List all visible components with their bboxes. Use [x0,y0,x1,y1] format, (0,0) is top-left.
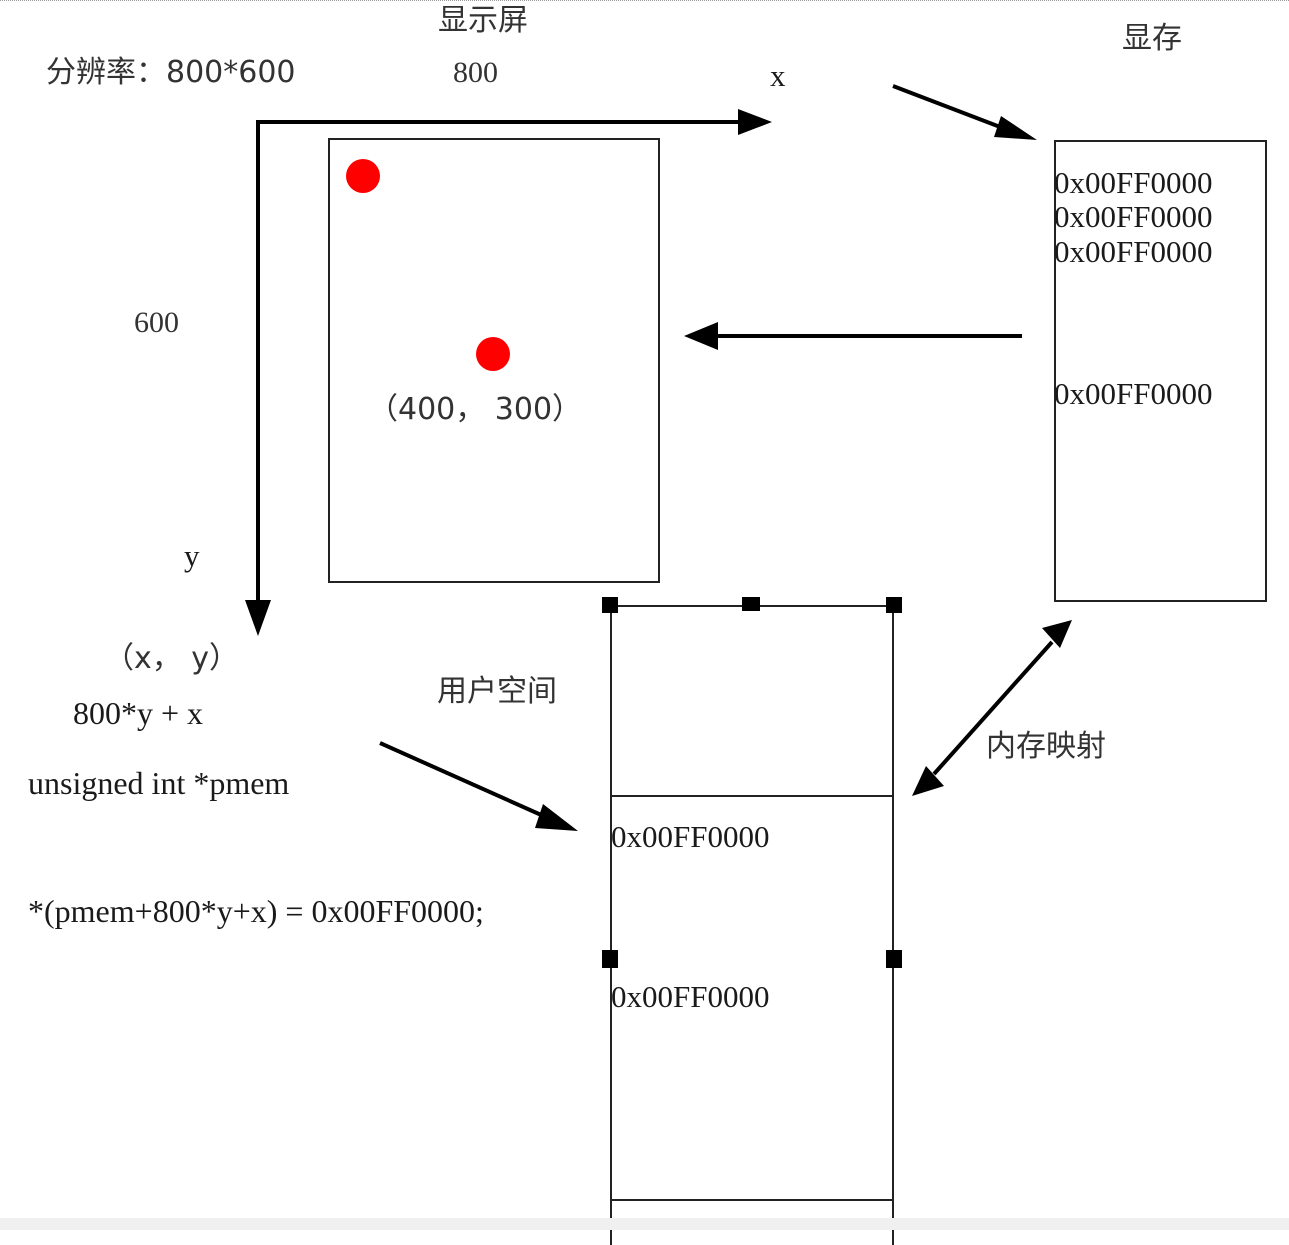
memory-mapping-label: 内存映射 [986,729,1106,764]
bottom-gray-strip [0,1218,1289,1230]
arrow-to-framebuffer [892,84,1009,132]
mapping-arrowhead-bottom [912,766,944,796]
arrow-framebuffer-to-screen-head [684,322,718,350]
selection-handle-middle-left[interactable] [602,950,618,968]
top-dotted-border [0,0,1289,1]
memory-mapping-double-arrow [932,640,1054,776]
offset-formula: 800*y + x [73,695,204,731]
user-space-title: 用户空间 [437,674,557,709]
screen-height-label: 600 [134,306,179,339]
framebuffer-box [1054,140,1267,602]
selection-handle-top-middle[interactable] [742,597,760,611]
arrow-to-user-space [379,741,549,820]
resolution-label: 分辨率：800*600 [46,55,296,90]
y-axis-label: y [184,538,200,573]
arrow-to-framebuffer-head [994,116,1037,140]
selection-handle-top-right[interactable] [886,597,902,613]
y-axis-arrowhead [245,600,271,636]
user-space-cell-2: 0x00FF0000 [611,979,770,1014]
user-space-cell-1: 0x00FF0000 [611,819,770,854]
framebuffer-cell-1: 0x00FF0000 [1054,165,1213,200]
framebuffer-title: 显存 [1122,21,1182,56]
x-axis-arrowhead [738,109,772,135]
coord-label: （x， y） [104,641,240,676]
framebuffer-cell-4: 0x00FF0000 [1054,376,1213,411]
framebuffer-cell-2: 0x00FF0000 [1054,199,1213,234]
framebuffer-cell-3: 0x00FF0000 [1054,234,1213,269]
pointer-declaration: unsigned int *pmem [28,765,290,801]
mapping-arrowhead-top [1042,620,1072,648]
user-space-box [610,605,894,1245]
screen-title: 显示屏 [438,3,528,38]
pixel-dot-origin [346,159,380,193]
selection-handle-top-left[interactable] [602,597,618,613]
center-point-label: （400， 300） [368,392,583,427]
screen-width-label: 800 [453,56,498,89]
pixel-assignment: *(pmem+800*y+x) = 0x00FF0000; [28,893,484,929]
selection-handle-middle-right[interactable] [886,950,902,968]
x-axis-label: x [770,58,786,93]
arrow-to-user-space-head [535,804,578,831]
pixel-dot-center [476,337,510,371]
